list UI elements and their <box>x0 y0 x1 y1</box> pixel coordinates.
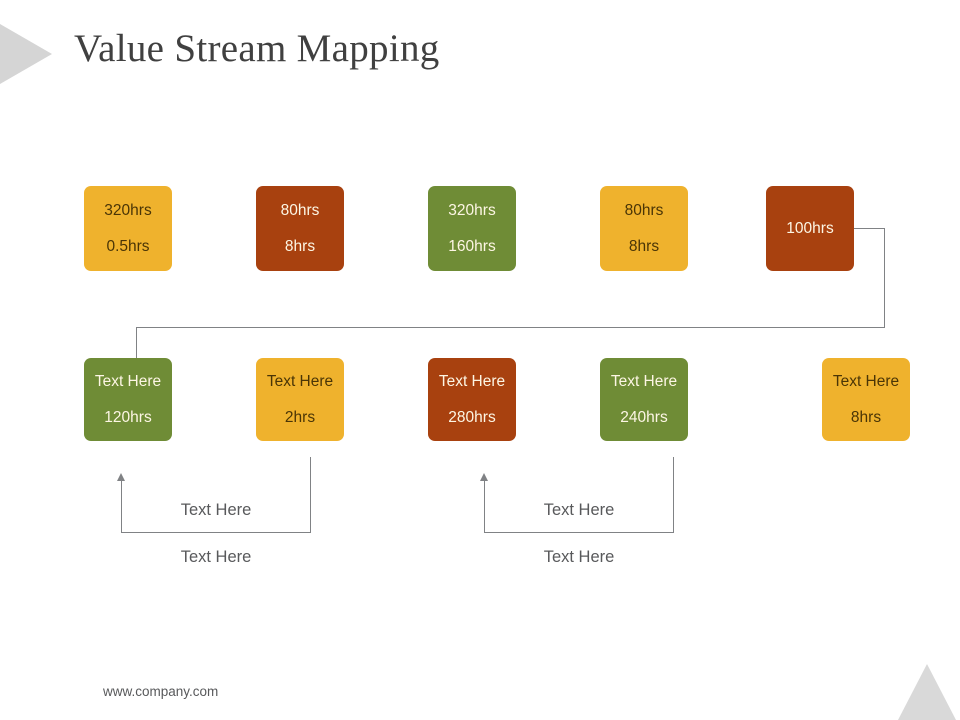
detail-box-3-line-1: Text Here <box>438 372 506 390</box>
detail-box-2-line-2: 2hrs <box>284 408 316 426</box>
process-box-1-line-1: 320hrs <box>104 201 152 219</box>
connector-segment-horizontal-bus <box>136 327 885 328</box>
bracket-2-outer-label: Text Here <box>543 548 615 566</box>
bracket-1-right-stem <box>310 457 311 533</box>
connector-segment-down-right <box>884 228 885 328</box>
bracket-2-left-stem <box>484 481 485 533</box>
connector-segment-down-to-detail-1 <box>136 327 137 359</box>
detail-box-1-line-2: 120hrs <box>104 408 152 426</box>
bracket-2-right-stem <box>673 457 674 533</box>
process-box-5-line-1: 100hrs <box>786 219 834 237</box>
connector-segment-from-process-5 <box>854 228 885 229</box>
bracket-2-arrow-up-icon <box>480 473 488 481</box>
process-box-2-line-2: 8hrs <box>284 237 316 255</box>
bracket-2-inner-label: Text Here <box>543 501 615 519</box>
process-box-3-line-1: 320hrs <box>448 201 496 219</box>
bracket-1-bottom <box>121 532 311 533</box>
detail-box-4[interactable]: Text Here 240hrs <box>600 358 688 441</box>
process-box-3-line-2: 160hrs <box>448 237 496 255</box>
detail-box-4-line-1: Text Here <box>610 372 678 390</box>
process-box-4-line-1: 80hrs <box>624 201 664 219</box>
up-triangle-icon <box>898 664 956 720</box>
detail-box-2[interactable]: Text Here 2hrs <box>256 358 344 441</box>
detail-box-5-line-2: 8hrs <box>850 408 882 426</box>
bracket-2-bottom <box>484 532 674 533</box>
process-box-4[interactable]: 80hrs 8hrs <box>600 186 688 271</box>
bracket-1-outer-label: Text Here <box>180 548 252 566</box>
process-box-5[interactable]: 100hrs <box>766 186 854 271</box>
process-box-4-line-2: 8hrs <box>628 237 660 255</box>
page-title: Value Stream Mapping <box>74 27 440 70</box>
detail-box-5-line-1: Text Here <box>832 372 900 390</box>
process-box-3[interactable]: 320hrs 160hrs <box>428 186 516 271</box>
bracket-1-left-stem <box>121 481 122 533</box>
detail-box-1[interactable]: Text Here 120hrs <box>84 358 172 441</box>
detail-box-5[interactable]: Text Here 8hrs <box>822 358 910 441</box>
bracket-1-arrow-up-icon <box>117 473 125 481</box>
detail-box-2-line-1: Text Here <box>266 372 334 390</box>
left-arrow-triangle-icon <box>0 24 52 84</box>
detail-box-3-line-2: 280hrs <box>448 408 496 426</box>
detail-box-1-line-1: Text Here <box>94 372 162 390</box>
detail-box-3[interactable]: Text Here 280hrs <box>428 358 516 441</box>
process-box-1[interactable]: 320hrs 0.5hrs <box>84 186 172 271</box>
bracket-1-inner-label: Text Here <box>180 501 252 519</box>
process-box-2[interactable]: 80hrs 8hrs <box>256 186 344 271</box>
process-box-2-line-1: 80hrs <box>280 201 320 219</box>
detail-box-4-line-2: 240hrs <box>620 408 668 426</box>
process-box-1-line-2: 0.5hrs <box>106 237 150 255</box>
footer-company-url[interactable]: www.company.com <box>103 684 219 699</box>
